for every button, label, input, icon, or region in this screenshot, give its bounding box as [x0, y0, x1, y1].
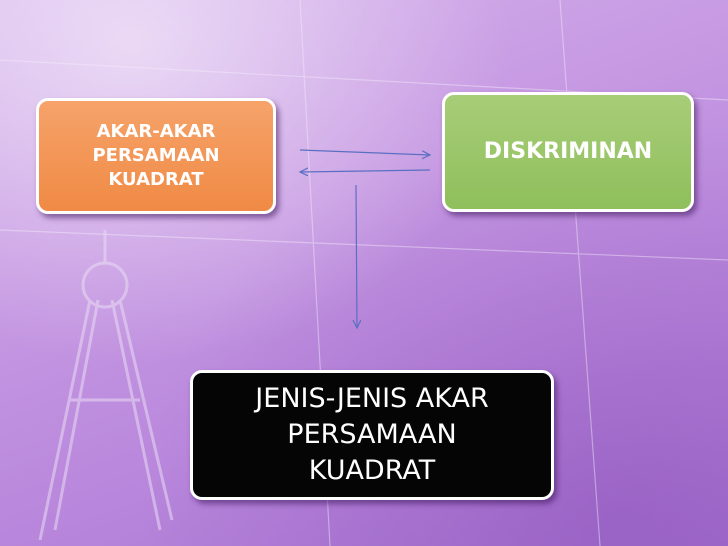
discriminant-label: DISKRIMINAN: [483, 139, 653, 164]
roots-node: AKAR-AKAR PERSAMAAN KUADRAT: [36, 98, 276, 214]
arrow-discriminant-to-roots: [300, 170, 431, 172]
discriminant-node: DISKRIMINAN: [442, 92, 694, 212]
roots-label: AKAR-AKAR PERSAMAAN KUADRAT: [92, 121, 220, 190]
arrow-discriminant-to-root-types: [356, 184, 357, 328]
arrow-roots-to-discriminant: [299, 149, 430, 155]
root-types-label: JENIS-JENIS AKAR PERSAMAAN KUADRAT: [255, 383, 489, 486]
root-types-node: JENIS-JENIS AKAR PERSAMAAN KUADRAT: [190, 370, 554, 500]
